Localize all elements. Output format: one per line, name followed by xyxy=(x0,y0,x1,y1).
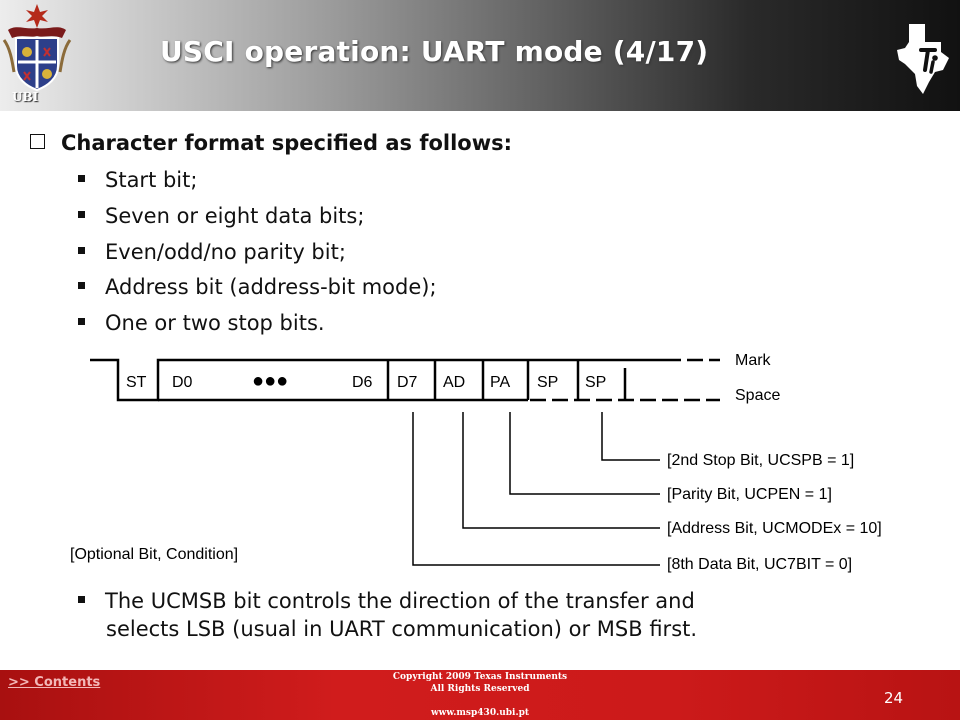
slide-footer xyxy=(0,670,960,720)
optional-bit-note: [Optional Bit, Condition] xyxy=(70,546,238,563)
frame-field-label: D7 xyxy=(397,374,418,391)
frame-field-label: SP xyxy=(537,374,558,391)
closing-bullet-continuation: selects LSB (usual in UART communication… xyxy=(106,617,698,641)
frame-field-label: AD xyxy=(443,374,465,391)
frame-field-label: ST xyxy=(126,374,147,391)
copyright-line: Copyright 2009 Texas Instruments xyxy=(392,672,568,682)
university-crest-icon xyxy=(2,4,72,92)
ubi-label: UBI xyxy=(12,90,39,104)
callout-parity-bit: [Parity Bit, UCPEN = 1] xyxy=(667,486,832,503)
rights-line: All Rights Reserved xyxy=(430,684,530,694)
frame-field-label: SP xyxy=(585,374,606,391)
square-bullet-icon xyxy=(78,211,85,218)
data-bits-ellipsis: ●●● xyxy=(252,370,288,392)
sub-bullet: One or two stop bits. xyxy=(78,311,325,335)
frame-field-label: PA xyxy=(490,374,510,391)
closing-bullet: The UCMSB bit controls the direction of … xyxy=(78,589,695,613)
sub-bullet-text: Address bit (address-bit mode); xyxy=(105,275,437,299)
callout-2nd-stop-bit: [2nd Stop Bit, UCSPB = 1] xyxy=(667,452,854,469)
frame-field-label: D0 xyxy=(172,374,193,391)
space-label: Space xyxy=(735,387,780,404)
page-number: 24 xyxy=(884,689,904,707)
frame-field-label: D6 xyxy=(352,374,373,391)
checkbox-bullet-icon xyxy=(30,134,45,149)
callout-address-bit: [Address Bit, UCMODEx = 10] xyxy=(667,520,882,537)
texas-instruments-logo-icon xyxy=(897,24,949,94)
sub-bullet: Start bit; xyxy=(78,168,197,192)
square-bullet-icon xyxy=(78,282,85,289)
square-bullet-icon xyxy=(78,596,85,603)
main-bullet-text: Character format specified as follows: xyxy=(61,131,513,155)
slide-header xyxy=(0,0,960,111)
square-bullet-icon xyxy=(78,175,85,182)
mark-label: Mark xyxy=(735,352,772,369)
square-bullet-icon xyxy=(78,247,85,254)
square-bullet-icon xyxy=(78,318,85,325)
sub-bullet: Even/odd/no parity bit; xyxy=(78,240,346,264)
sub-bullet-text: Start bit; xyxy=(105,168,198,192)
slide-title: USCI operation: UART mode (4/17) xyxy=(160,35,709,68)
sub-bullet-text: Seven or eight data bits; xyxy=(105,204,365,228)
main-bullet: Character format specified as follows: xyxy=(30,131,512,155)
callout-8th-data-bit: [8th Data Bit, UC7BIT = 0] xyxy=(667,556,852,573)
sub-bullet-text: One or two stop bits. xyxy=(105,311,325,335)
contents-link[interactable]: >> Contents xyxy=(8,675,101,690)
closing-bullet-line1: The UCMSB bit controls the direction of … xyxy=(105,589,695,613)
sub-bullet-text: Even/odd/no parity bit; xyxy=(105,240,346,264)
sub-bullet: Seven or eight data bits; xyxy=(78,204,364,228)
website-url: www.msp430.ubi.pt xyxy=(430,708,530,718)
sub-bullet: Address bit (address-bit mode); xyxy=(78,275,437,299)
